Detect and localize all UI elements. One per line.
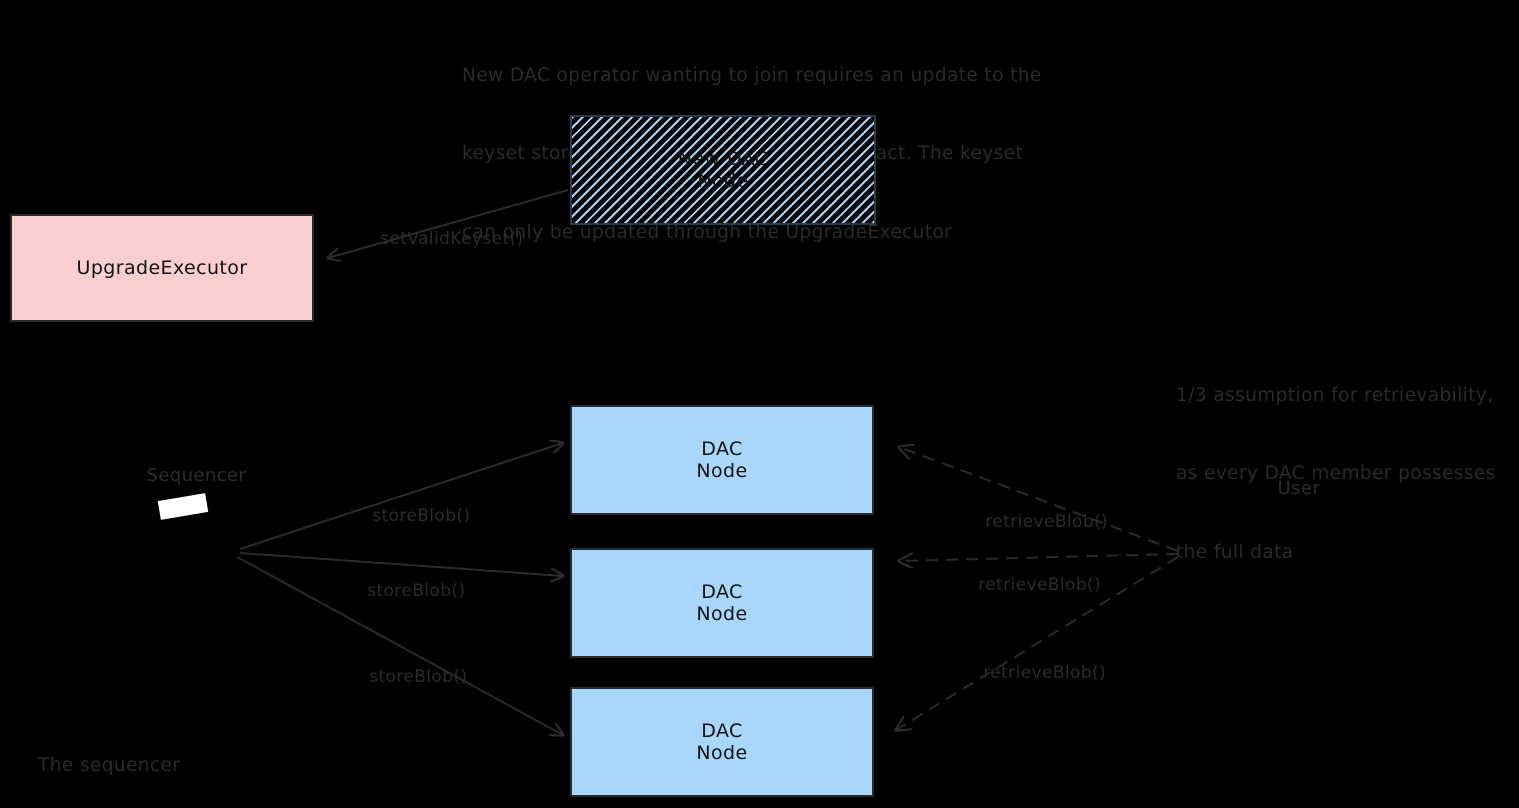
edge-label-store-blob-1-text: storeBlob() xyxy=(372,505,471,526)
node-dac-node-2-line-1: DAC xyxy=(701,580,743,603)
node-upgrade-executor[interactable]: UpgradeExecutor xyxy=(10,214,314,322)
edge-label-retrieve-blob-2-text: retrieveBlob() xyxy=(978,574,1102,595)
edge-store-blob-1 xyxy=(239,443,563,550)
node-new-dac-node[interactable]: New DAC Node xyxy=(570,115,876,225)
note-keyset-update-line-3: can only be updated through the UpgradeE… xyxy=(462,222,953,244)
note-keyset-update: New DAC operator wanting to join require… xyxy=(462,10,1102,299)
edge-store-blob-3 xyxy=(236,556,563,735)
node-dac-node-3-line-2: Node xyxy=(696,742,748,764)
edge-label-retrieve-blob-2: retrieveBlob() xyxy=(955,548,1101,622)
edge-label-store-blob-3-text: storeBlob() xyxy=(369,666,468,687)
note-keyset-update-line-1: New DAC operator wanting to join require… xyxy=(462,64,1042,86)
edge-set-valid-keyset xyxy=(328,189,569,258)
node-dac-node-1-line-2: Node xyxy=(696,460,748,482)
node-dac-node-2-line-2: Node xyxy=(696,603,748,625)
edge-retrieve-blob-1 xyxy=(899,447,1179,552)
edge-label-retrieve-blob-1-text: retrieveBlob() xyxy=(985,511,1109,532)
edge-store-blob-2 xyxy=(239,552,563,576)
node-new-dac-node-line-2: Node xyxy=(697,170,749,192)
node-upgrade-executor-label: UpgradeExecutor xyxy=(76,256,248,279)
node-dac-node-3-line-1: DAC xyxy=(701,719,743,742)
node-dac-node-3[interactable]: DAC Node xyxy=(570,687,874,797)
node-dac-node-1-line-1: DAC xyxy=(701,437,743,460)
note-parallel-send: The sequencer sends full data to all mem… xyxy=(38,700,338,808)
node-dac-node-1[interactable]: DAC Node xyxy=(570,405,874,515)
note-retrievability-line-2: as every DAC member possesses xyxy=(1176,463,1496,485)
edge-label-store-blob-1: storeBlob() xyxy=(349,479,470,553)
edge-label-set-valid-keyset: setValidKeyset() xyxy=(357,202,524,276)
edge-label-store-blob-3: storeBlob() xyxy=(346,640,467,714)
edge-label-set-valid-keyset-text: setValidKeyset() xyxy=(380,228,524,249)
edge-retrieve-blob-2 xyxy=(899,554,1179,561)
note-retrievability-line-1: 1/3 assumption for retrievability, xyxy=(1176,384,1494,406)
node-new-dac-node-line-1: New DAC xyxy=(677,147,769,170)
node-dac-node-2[interactable]: DAC Node xyxy=(570,548,874,658)
note-parallel-send-line-1: The sequencer xyxy=(38,754,181,776)
edge-retrieve-blob-3 xyxy=(896,556,1179,730)
actor-sequencer-text: Sequencer xyxy=(146,465,247,487)
edge-label-store-blob-2: storeBlob() xyxy=(344,554,465,628)
edge-label-retrieve-blob-3: retrieveBlob() xyxy=(960,636,1106,710)
actor-user-text: User xyxy=(1277,478,1321,500)
actor-user-label: User xyxy=(1253,450,1320,528)
edge-label-store-blob-2-text: storeBlob() xyxy=(367,580,466,601)
edge-label-retrieve-blob-3-text: retrieveBlob() xyxy=(983,662,1107,683)
note-retrievability-line-3: the full data xyxy=(1176,542,1294,564)
note-retrievability: 1/3 assumption for retrievability, as ev… xyxy=(1176,330,1516,619)
actor-sequencer-label: Sequencer xyxy=(122,437,246,515)
edge-label-retrieve-blob-1: retrieveBlob() xyxy=(962,485,1108,559)
